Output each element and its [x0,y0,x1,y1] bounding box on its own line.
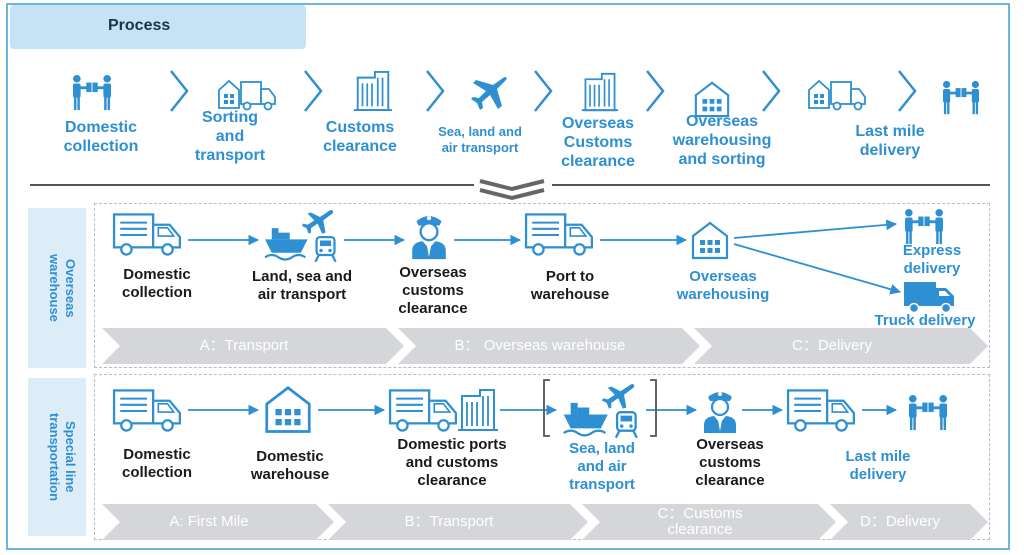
building-icon [352,70,394,112]
phase-label: D：Delivery [859,513,940,531]
delivery-truck-icon [902,278,958,314]
divider-line [552,184,990,186]
truck-icon [112,212,184,258]
customs-officer-icon [408,210,450,262]
phase-label: B：Transport [404,513,494,531]
warehouse-truck-icon [806,76,868,112]
chevron-right-icon [762,70,781,112]
warehouse-truck-icon [216,76,278,112]
handover-icon [896,208,952,246]
process-tab-label: Process [108,17,171,34]
truck-icon [524,212,596,258]
plane-ship-train-icon [262,208,342,264]
airplane-icon [468,74,510,114]
phase-label: A：Transport [199,337,289,355]
plane-ship-train-icon [560,382,644,440]
phase-bar: C：Delivery [694,328,988,364]
chevron-right-icon [534,70,553,112]
phase-label: A: First Mile [169,513,249,531]
truck-icon [388,388,460,434]
chevron-right-icon [170,70,189,112]
handover-icon [934,80,988,116]
handover-icon [68,74,116,112]
warehouse-icon [262,384,314,434]
handover-icon [900,394,956,432]
phase-bar: A：Transport [102,328,404,364]
chevron-right-icon [646,70,665,112]
truck-icon [786,388,858,434]
building-icon [580,72,620,112]
divider-line [30,184,474,186]
chevron-right-icon [898,70,917,112]
phase-bar: B： Overseas warehouse [398,328,700,364]
building-icon [458,384,498,436]
phase-bar: B：Transport [328,504,588,540]
overseas-warehouse-sidebar [28,208,86,368]
chevron-right-icon [426,70,445,112]
phase-label: C：Delivery [791,337,872,355]
warehouse-icon [690,220,730,260]
phase-bar: D：Delivery [830,504,988,540]
special-line-sidebar [28,378,86,536]
phase-bar: A: First Mile [102,504,334,540]
customs-officer-icon [700,386,740,436]
overseas-warehouse-panel [94,203,990,368]
chevron-right-icon [304,70,323,112]
truck-icon [112,388,184,434]
process-tab: Process [10,5,306,49]
phase-label: B： Overseas warehouse [454,337,626,355]
overseas-node-label: Truck delivery [874,312,976,329]
double-chevron-down-icon [479,179,545,201]
